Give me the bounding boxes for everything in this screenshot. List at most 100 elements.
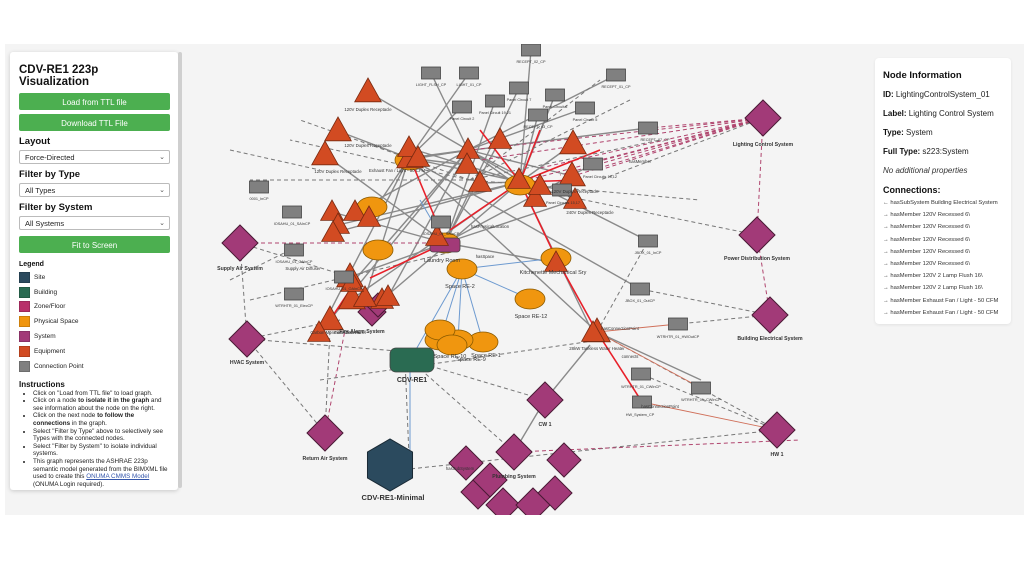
connection-point-node[interactable] <box>631 367 651 381</box>
connection-point-label: Panel Circuit 2 <box>450 117 475 121</box>
equipment-node[interactable] <box>352 285 378 307</box>
equipment-node[interactable] <box>424 224 450 246</box>
equipment-node[interactable] <box>487 127 513 149</box>
equipment-node[interactable] <box>580 320 606 342</box>
system-node-cw1[interactable] <box>526 381 564 419</box>
connection-item[interactable]: → hasMember 120V 2 Lamp Flush 16\ <box>883 285 983 292</box>
system-node-hw1[interactable] <box>758 411 796 449</box>
graph-edge <box>367 91 469 151</box>
connection-point-node[interactable] <box>459 66 479 80</box>
equipment-node[interactable] <box>311 140 339 166</box>
graph-edge <box>408 157 598 333</box>
system-node-pds[interactable] <box>738 216 776 254</box>
member-edge <box>469 117 764 151</box>
connection-item[interactable]: → hasMember Exhaust Fan / Light - 50 CFM <box>883 309 999 316</box>
equipment-node[interactable] <box>506 167 532 189</box>
connection-point-node[interactable] <box>606 68 626 82</box>
connection-point-node[interactable] <box>431 215 451 229</box>
system-node-bes[interactable] <box>751 296 789 334</box>
connection-point-node[interactable] <box>249 180 269 194</box>
layout-select[interactable]: Force-Directed ⌄ <box>19 150 170 164</box>
connection-item[interactable]: → hasMember 120V 2 Lamp Flush 16\ <box>883 273 983 280</box>
system-node-hvac[interactable] <box>228 320 266 358</box>
system-node[interactable] <box>448 445 484 481</box>
connection-point-node[interactable] <box>630 282 650 296</box>
space-node[interactable] <box>362 239 394 261</box>
connection-point-node[interactable] <box>552 183 572 197</box>
equipment-node[interactable] <box>356 205 382 227</box>
space-node[interactable] <box>446 258 478 280</box>
equipment-node[interactable] <box>467 170 493 192</box>
equipment-label: Carbon Monoxide Detector <box>310 330 362 335</box>
fit-to-screen-button[interactable]: Fit to Screen <box>19 236 170 253</box>
equipment-node[interactable] <box>527 173 553 195</box>
legend-label: Zone/Floor <box>34 303 66 311</box>
instructions-list: Click on "Load from TTL file" to load gr… <box>19 390 170 489</box>
system-node[interactable] <box>472 462 508 498</box>
onuma-cmms-link[interactable]: ONUMA CMMS Model <box>86 473 150 481</box>
connection-item[interactable]: → hasMember 120V Recessed 6\ <box>883 236 970 243</box>
legend-item-physical-space: Physical Space <box>19 314 170 329</box>
connection-point-node[interactable] <box>421 66 441 80</box>
connection-item[interactable]: → hasMember 120V Recessed 6\ <box>883 212 970 219</box>
connection-point-node[interactable] <box>691 381 711 395</box>
connection-item[interactable]: → hasMember Exhaust Fan / Light - 50 CFM <box>883 297 999 304</box>
connection-item[interactable]: ← hasSubSystem Building Electrical Syste… <box>883 200 998 206</box>
load-ttl-button[interactable]: Load from TTL file <box>19 93 170 110</box>
connection-point-node[interactable] <box>284 243 304 257</box>
connection-point-node[interactable] <box>638 121 658 135</box>
space-node[interactable] <box>514 288 546 310</box>
connection-point-node[interactable] <box>632 395 652 409</box>
connection-point-node[interactable] <box>583 157 603 171</box>
system-node-lcs[interactable] <box>744 99 782 137</box>
equipment-node[interactable] <box>375 284 401 306</box>
equipment-node[interactable] <box>354 77 382 103</box>
download-ttl-button[interactable]: Download TTL File <box>19 114 170 131</box>
connection-item[interactable]: → hasMember 120V Recessed 6\ <box>883 260 970 267</box>
connection-point-node[interactable] <box>545 88 565 102</box>
instruction-item: Click on a node to isolate it in the gra… <box>33 397 170 412</box>
connection-point-node[interactable] <box>284 287 304 301</box>
connection-point-node[interactable] <box>509 81 529 95</box>
connection-point-node[interactable] <box>575 101 595 115</box>
equipment-node[interactable] <box>320 220 346 242</box>
equipment-node[interactable] <box>522 185 548 207</box>
system-node-plumb[interactable] <box>495 433 533 471</box>
connection-point-node[interactable] <box>668 317 688 331</box>
site-node[interactable] <box>366 438 414 492</box>
connection-item[interactable]: → hasMember 120V Recessed 6\ <box>883 224 970 231</box>
system-node-sas[interactable] <box>221 224 259 262</box>
connection-point-node[interactable] <box>521 44 541 57</box>
system-node-ras[interactable] <box>306 414 344 452</box>
equipment-node[interactable] <box>559 129 587 155</box>
connection-point-node[interactable] <box>638 234 658 248</box>
equipment-node[interactable] <box>316 305 344 331</box>
building-node[interactable] <box>389 347 435 373</box>
equipment-node[interactable] <box>558 161 586 187</box>
system-node[interactable] <box>485 487 521 515</box>
system-node[interactable] <box>537 475 573 511</box>
equipment-node[interactable] <box>543 250 569 272</box>
connection-item[interactable]: → hasMember 120V Recessed 6\ <box>883 248 970 255</box>
equipment-node[interactable] <box>324 116 352 142</box>
equipment-node[interactable] <box>342 199 368 221</box>
filter-system-select[interactable]: All Systems ⌄ <box>19 216 170 230</box>
graph-edge <box>430 72 469 151</box>
equipment-node[interactable] <box>405 145 431 167</box>
system-node[interactable] <box>546 442 582 478</box>
equipment-node[interactable] <box>562 187 588 209</box>
legend-label: System <box>34 333 56 341</box>
equipment-node[interactable] <box>306 320 332 342</box>
connection-point-node[interactable] <box>452 100 472 114</box>
connection-point-node[interactable] <box>282 205 302 219</box>
space-node[interactable] <box>436 334 468 356</box>
connection-point-node[interactable] <box>334 270 354 284</box>
legend-item-building: Building <box>19 285 170 300</box>
left-panel-scrollbar[interactable] <box>178 52 182 488</box>
connection-point-node[interactable] <box>528 108 548 122</box>
connection-point-node[interactable] <box>485 94 505 108</box>
filter-type-select[interactable]: All Types ⌄ <box>19 183 170 197</box>
connection-point-label: IOSAHU_01_SAInCP <box>274 222 311 226</box>
equipment-node[interactable] <box>454 152 480 174</box>
